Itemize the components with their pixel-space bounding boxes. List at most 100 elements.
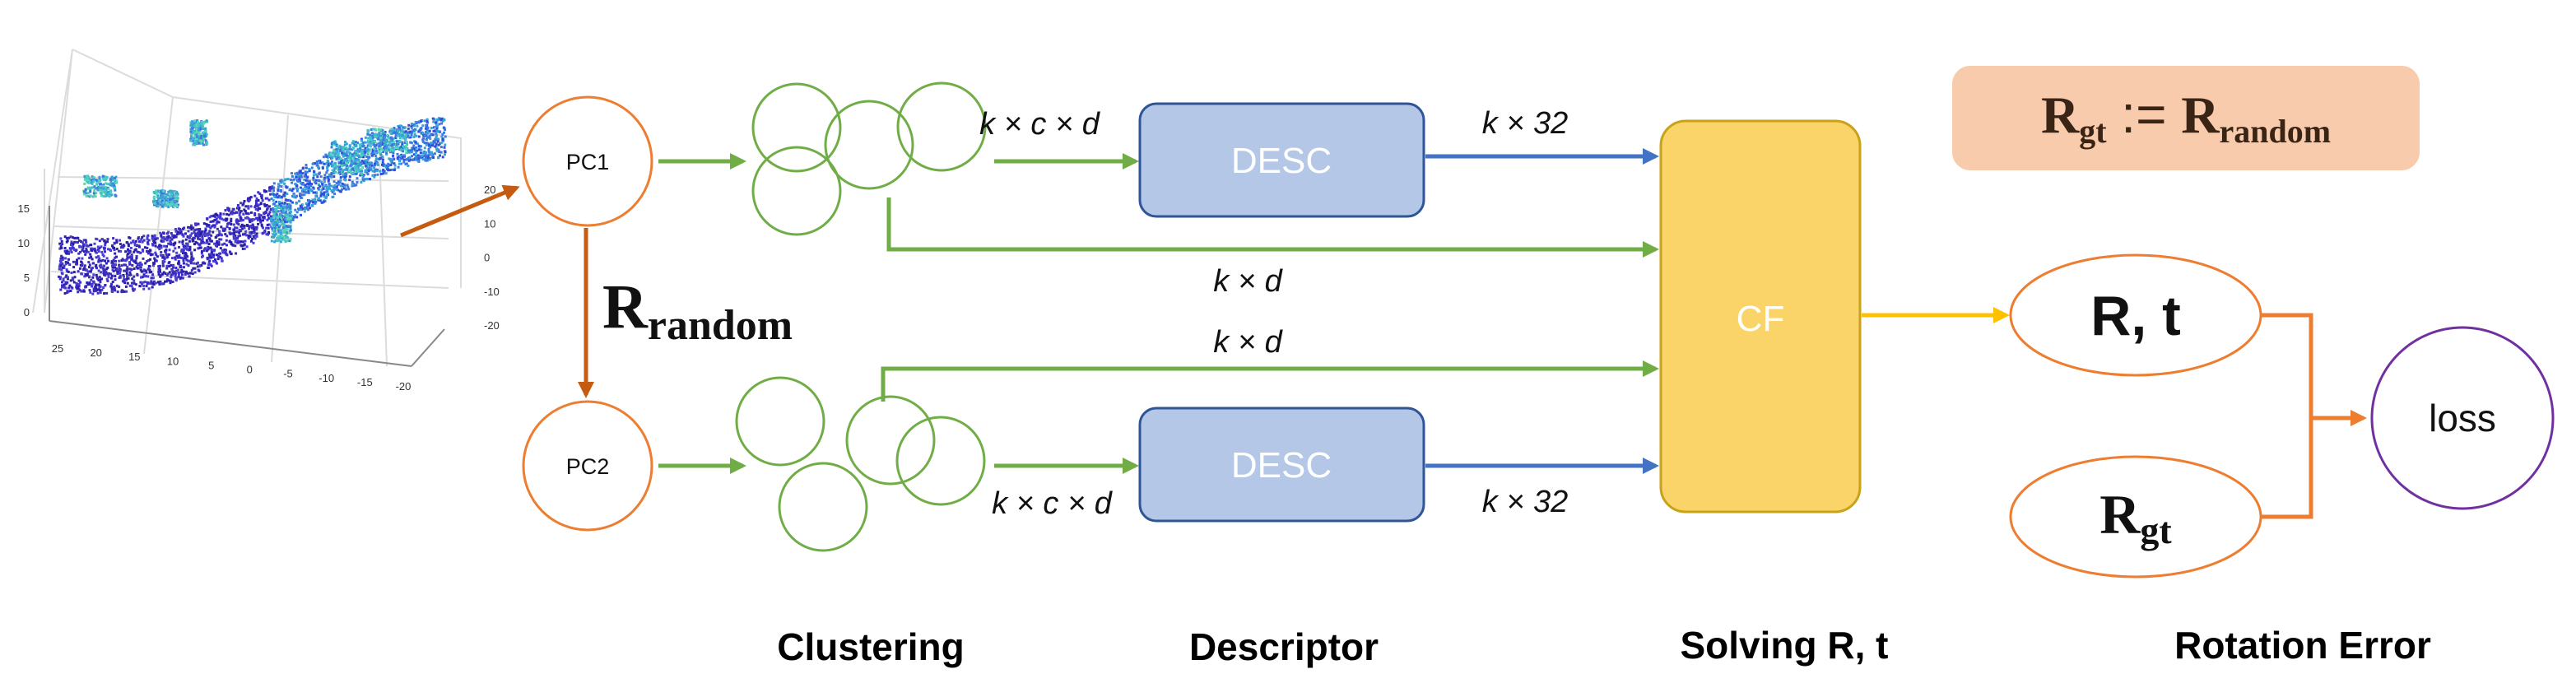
point — [159, 202, 162, 206]
point — [263, 216, 266, 220]
point — [218, 230, 221, 233]
point — [92, 176, 95, 179]
point — [416, 124, 419, 128]
point — [81, 245, 85, 249]
point — [197, 222, 200, 225]
z-tick-label: 0 — [24, 306, 30, 318]
point — [426, 136, 429, 139]
point — [330, 172, 333, 175]
point — [205, 249, 208, 253]
point — [404, 137, 407, 140]
point — [319, 191, 323, 194]
point — [412, 153, 416, 156]
point — [240, 223, 244, 226]
point — [379, 170, 382, 173]
point — [379, 173, 383, 175]
point — [180, 268, 184, 272]
point — [420, 145, 422, 148]
point — [195, 130, 198, 132]
point — [234, 239, 237, 242]
point — [249, 196, 253, 199]
point — [394, 137, 398, 139]
point — [267, 205, 271, 208]
point — [283, 182, 286, 185]
point — [344, 188, 347, 191]
point — [210, 253, 213, 257]
point — [125, 272, 128, 275]
point — [379, 154, 383, 157]
point — [398, 162, 401, 165]
point — [305, 202, 309, 205]
point — [263, 189, 266, 193]
point — [151, 281, 154, 285]
point — [430, 142, 433, 146]
point — [373, 166, 376, 170]
point — [151, 273, 155, 276]
point — [384, 172, 388, 175]
point — [442, 139, 444, 142]
point — [172, 205, 175, 208]
point — [159, 280, 162, 283]
point — [102, 264, 105, 267]
point — [72, 271, 76, 274]
point — [427, 150, 430, 153]
point — [260, 197, 263, 200]
point — [299, 181, 302, 184]
point — [105, 182, 108, 185]
point — [260, 194, 263, 197]
point — [303, 190, 306, 193]
point — [267, 198, 271, 202]
point — [161, 272, 165, 276]
point — [198, 142, 201, 145]
point — [276, 239, 279, 243]
point — [172, 235, 175, 239]
cluster-circle — [895, 416, 986, 506]
point — [425, 120, 429, 123]
point — [61, 258, 64, 261]
point — [308, 168, 311, 170]
point — [342, 164, 346, 167]
point — [404, 148, 407, 151]
point — [435, 136, 438, 139]
point — [355, 165, 358, 169]
point — [428, 151, 431, 155]
point — [444, 150, 447, 153]
point — [279, 207, 282, 210]
point — [68, 263, 72, 267]
point — [407, 134, 410, 137]
point — [77, 257, 81, 260]
point — [332, 189, 335, 193]
point — [153, 234, 156, 237]
point — [409, 141, 412, 144]
point — [291, 172, 293, 175]
point — [222, 218, 226, 221]
point — [170, 199, 174, 202]
point — [366, 129, 370, 132]
point — [441, 132, 444, 136]
point — [251, 237, 253, 240]
point — [61, 272, 64, 276]
point — [430, 133, 433, 137]
point — [176, 230, 179, 234]
point — [158, 248, 161, 251]
point — [337, 180, 340, 184]
point — [279, 229, 282, 232]
point — [314, 191, 317, 194]
point — [89, 253, 92, 256]
point — [141, 240, 144, 244]
point — [167, 272, 170, 276]
point — [174, 241, 177, 244]
point — [294, 208, 297, 211]
point — [280, 220, 282, 223]
point — [378, 146, 381, 149]
point — [86, 281, 89, 284]
point — [280, 185, 283, 188]
point — [86, 272, 89, 276]
point — [374, 168, 377, 171]
point — [97, 269, 100, 272]
point — [67, 290, 70, 293]
point — [323, 195, 326, 198]
point — [320, 201, 323, 204]
point — [238, 231, 241, 235]
point — [255, 232, 258, 235]
